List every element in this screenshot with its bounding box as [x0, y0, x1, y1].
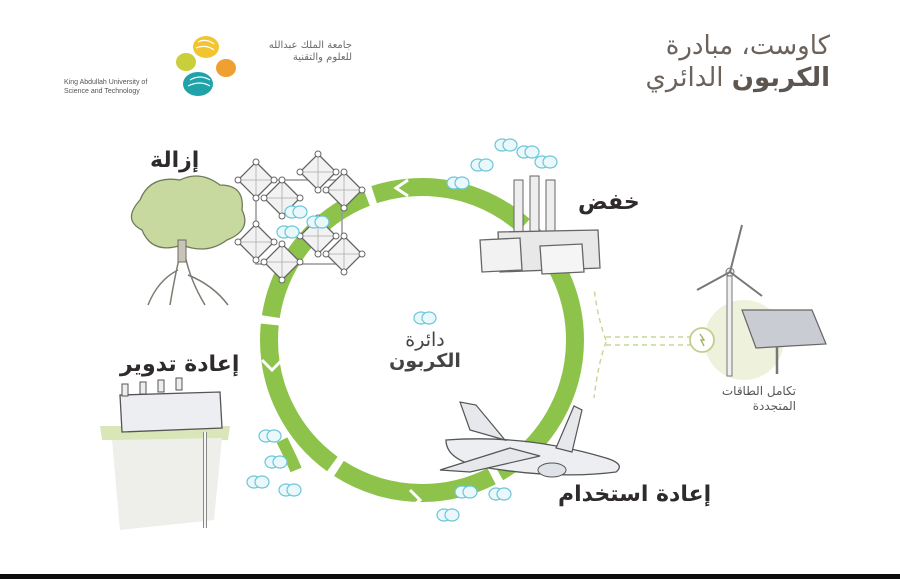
logo-arabic-text: جامعة الملك عبدالله للعلوم والتقنية [232, 40, 352, 64]
title-line-2: الكربون الدائري [646, 62, 830, 94]
center-label: دائرة الكربون [380, 330, 470, 372]
stage-label-recycle: إعادة تدوير [120, 352, 240, 377]
wind-solar-icon [689, 224, 827, 380]
factory-icon [446, 138, 601, 275]
renewables-label-line-2: المتجددة [752, 399, 796, 413]
bottom-bar [0, 574, 900, 579]
storage-facility-icon [100, 377, 230, 530]
renewables-label: تكامل الطاقات المتجددة [690, 384, 796, 414]
mof-lattice-icon [234, 150, 366, 284]
title-bold-word: الكربون [731, 63, 830, 93]
airplane-icon [439, 401, 620, 478]
logo-arabic-line-2: للعلوم والتقنية [292, 52, 352, 63]
cycle-ring [260, 178, 584, 510]
stage-label-remove: إزالة [150, 148, 200, 173]
center-label-line-1: دائرة [405, 329, 445, 351]
page-title: كاوست، مبادرة الكربون الدائري [646, 30, 830, 94]
title-regular-word: الدائري [645, 63, 724, 93]
title-line-1: كاوست، مبادرة [665, 31, 830, 61]
renewable-connectors [593, 287, 690, 399]
logo-english-line-2: Science and Technology [64, 88, 140, 95]
logo-english-text: King Abdullah University of Science and … [64, 78, 147, 96]
renewables-label-line-1: تكامل الطاقات [721, 384, 796, 398]
mangrove-tree-icon [130, 175, 246, 306]
logo-english-line-1: King Abdullah University of [64, 79, 148, 86]
kaust-logo-icon [176, 36, 236, 96]
stage-label-reduce: خفض [578, 190, 640, 215]
stage-label-reuse: إعادة استخدام [558, 482, 712, 507]
logo-arabic-line-1: جامعة الملك عبدالله [268, 40, 352, 51]
center-label-line-2: الكربون [389, 350, 461, 372]
